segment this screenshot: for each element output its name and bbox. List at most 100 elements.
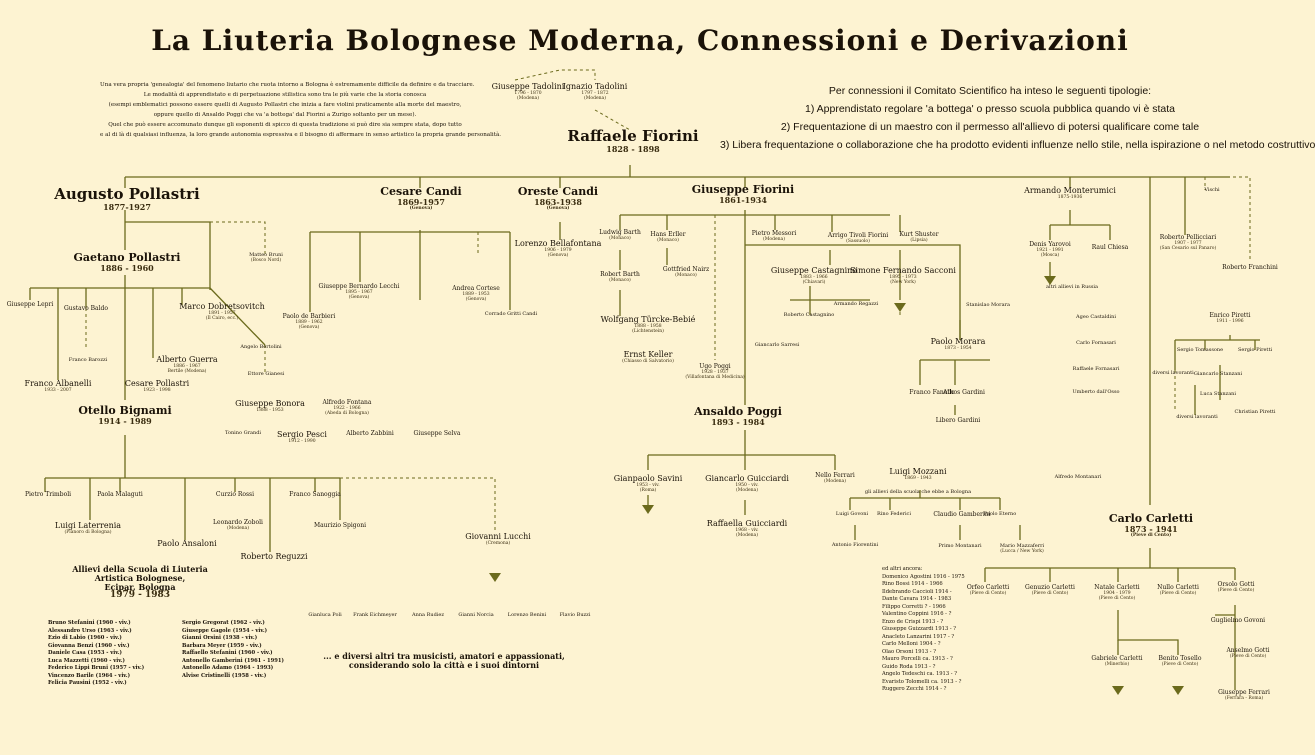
person-closing: ... e diversi altri tra musicisti, amato… [323,652,565,670]
person-grandi: Tonino Grandi [225,430,261,437]
person-name: Roberto Castagnino [783,312,835,318]
person-name: Franco Albanelli [24,379,92,388]
person-name: Umberto dall'Osso [1072,389,1120,395]
list-item: Giuseppe Guizzardi 1913 - ? [882,626,957,632]
person-place: (Monaco) [657,237,679,243]
person-name: diversi lavoranti [1176,414,1218,420]
person-name: Luigi Mozzani [889,467,947,476]
person-castagnino-r: Roberto Castagnino [783,312,835,319]
person-mozzani-note: gli allievi della scuola che ebbe a Bolo… [865,489,971,496]
person-trimboli: Pietro Trimboli [25,491,71,499]
person-fornasari-c: Carlo Fornasari [1076,340,1116,347]
person-name: Giuseppe Lepri [6,301,54,308]
person-diversi2: diversi lavoranti [1176,414,1218,421]
person-name: Denis Yarovoi [1029,241,1071,248]
person-regazzi: Armando Regazzi [834,301,879,308]
person-fornasari-r: Raffaele Fornasari [1073,366,1120,373]
person-dates: 1875-1936 [1057,194,1083,200]
person-place: (Genova) [298,324,320,330]
person-dates: 1796 - 1870 [514,90,542,96]
person-name: Primo Montanari [938,543,982,549]
person-carletti-nu: Nullo Carletti(Pieve di Cento) [1157,584,1199,597]
person-name: Carlo Fornasari [1076,340,1116,346]
person-dates: 1869 - 1943 [904,475,932,481]
list-item: Gianni Orsini (1938 - viv.) [182,635,258,641]
person-name: Guglielmo Govoni [1210,617,1266,624]
person-place: (Lichtenstein) [632,328,664,334]
person-name: Paolo de Barbieri [282,313,336,320]
list-item: Enzo de Crispi 1913 - ? [882,618,944,625]
person-name: Paolo Ansaloni [157,539,217,548]
person-benini: Lorenzo Benini [508,612,546,619]
person-gardini-a: Athos Gardini [943,389,985,397]
person-dates: 1886 - 1960 [100,263,154,274]
person-dates: 1861-1934 [719,195,767,206]
person-place: (Monaco) [609,235,631,241]
person-name: Otello Bignami [78,404,172,417]
person-dates: 1873 - 1954 [944,345,972,351]
person-place: (Pieve di Cento) [1229,653,1267,659]
person-place: (Pianoro di Bologna) [64,529,112,535]
person-dates: 1906 - 1979 [544,247,572,253]
person-place: (Modena) [517,95,539,101]
person-name: Antonio Fiorentini [831,542,879,548]
person-name: Enrico Piretti [1209,312,1251,319]
person-dates: 1797 - 1872 [581,90,609,96]
person-fanello: Franco Fanello [909,389,955,397]
person-name: Giovanni Lucchi [465,532,531,541]
person-name: Allievi della Scuola di Liuteria Artisti… [72,564,208,592]
person-place: (Pieve di Cento) [1159,590,1197,596]
list-item: Olao Orsoni 1913 - ? [882,648,936,655]
person-sanoggia: Franco Sanoggia [289,491,341,499]
person-russia: altri allievi in Russia [1046,284,1098,291]
person-name: Paolo Morara [930,337,986,346]
person-bruni: Matteo Bruni(Bosco Nord) [249,252,283,263]
person-name: Orfeo Carletti [966,584,1010,591]
person-place: (Lucca / New York) [1000,548,1044,554]
person-name: Carlo Carletti [1108,512,1194,525]
person-place: (Genova) [409,205,433,211]
person-gianesi: Ettore Gianesi [248,371,285,378]
person-piretti-s: Sergio Piretti [1237,347,1273,354]
person-barozzi: Franco Barozzi [69,357,107,364]
list-item: Filippo Corretti ? - 1966 [882,603,946,610]
person-name: Franco Sanoggia [289,491,341,498]
list-item: Rino Bossi 1914 - 1966 [882,581,943,587]
person-name: Gianpaolo Savini [613,474,683,483]
person-name: Tonino Grandi [225,430,261,436]
page-title: La Liuteria Bolognese Moderna, Connessio… [151,24,1129,57]
person-name: Anna Rudiez [412,612,444,618]
person-name: Libero Gardini [935,417,981,424]
list-item: Ruggero Zecchi 1914 - ? [882,686,947,692]
person-place: (Modena) [763,236,785,242]
person-sarresi: Giancarlo Sarresi [755,342,799,349]
person-name: Luigi Govoni [835,511,869,517]
person-place: (Ferrara - Roma) [1224,695,1264,701]
person-keller: Ernst Keller(Chiasso di Salvatorio) [622,350,674,365]
person-dates: 1912 - 1990 [288,438,316,444]
person-place: (Pieve di Cento) [1031,590,1069,596]
person-place: (Pieve di Cento) [1217,587,1255,593]
person-poli: Gianluca Poli [308,612,341,619]
person-name: Orsolo Gotti [1217,581,1255,588]
person-name: Sergio Piretti [1237,347,1273,353]
person-dates: 1968 - viv. [735,527,759,533]
person-name: Paola Malaguti [97,491,143,498]
person-name: Raffaele Fiorini [567,127,699,145]
person-name: Giancarlo Guicciardi [705,474,789,483]
connection-lines [29,69,1260,695]
person-name: Gaetano Pollastri [73,251,181,264]
person-dates: 1904 - 1979 [1103,590,1131,596]
person-zoboli: Leonardo Zoboli(Modena) [213,519,263,532]
person-tomassone: Sergio Tomassone [1177,347,1223,354]
person-place: (Cremona) [485,540,511,546]
person-name: Hans Erller [650,231,686,238]
